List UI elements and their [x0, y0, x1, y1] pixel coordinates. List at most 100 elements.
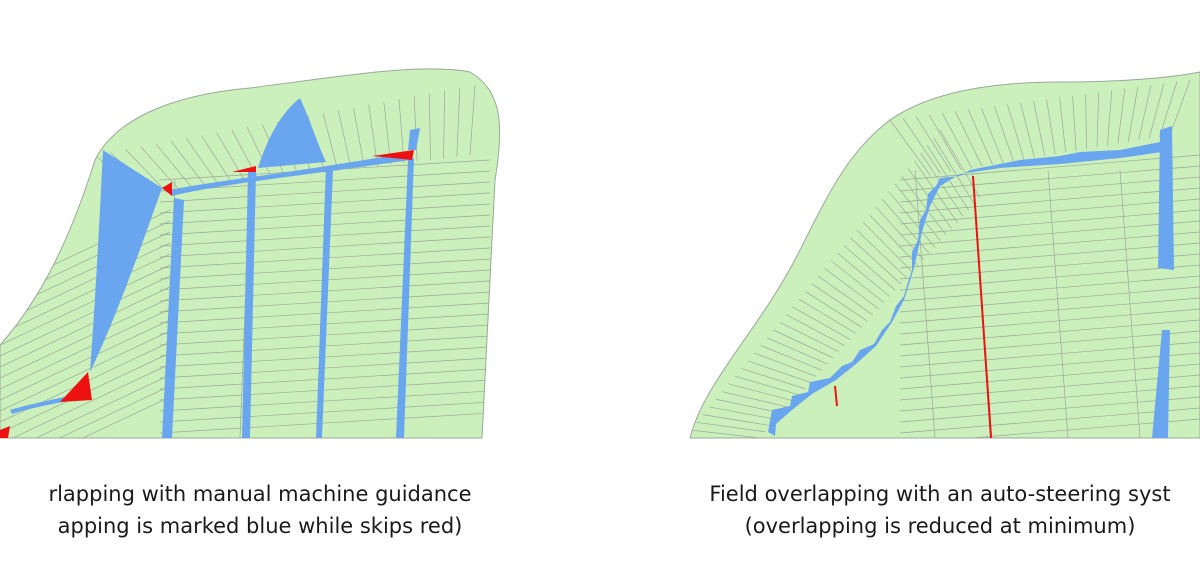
pass-line [902, 118, 941, 174]
pass-line [899, 352, 1200, 379]
pass-line [899, 407, 1200, 434]
pass-line [899, 374, 1200, 401]
pass-line [0, 286, 171, 368]
pass-line [1119, 169, 1141, 438]
pass-line [159, 181, 491, 203]
left-caption: rlapping with manual machine guidance ap… [0, 478, 660, 542]
pass-line [322, 112, 339, 172]
pass-line [899, 165, 1200, 192]
pass-line [741, 368, 806, 390]
pass-line [882, 199, 930, 254]
overlap-area-edge [170, 152, 410, 196]
pass-line [856, 229, 907, 279]
pass-line [443, 90, 445, 159]
pass-line [899, 385, 1200, 412]
pass-line [1047, 169, 1069, 438]
right-caption-line-1: Field overlapping with an auto-steering … [709, 482, 1171, 506]
overlap-area-peak [258, 98, 326, 168]
left-caption-line-1: rlapping with manual machine guidance [48, 482, 472, 506]
pass-line [734, 375, 800, 396]
pass-line [901, 175, 947, 236]
pass-line [850, 237, 902, 285]
pass-line [170, 140, 207, 188]
pass-line [773, 329, 834, 359]
pass-line [155, 143, 194, 189]
pass-line [899, 363, 1200, 390]
pass-line [967, 109, 993, 165]
pass-line [159, 390, 491, 412]
skip-line [972, 176, 992, 438]
pass-line [899, 308, 1200, 335]
pass-line [1107, 90, 1113, 146]
skip-line [834, 386, 838, 406]
skip-area [232, 166, 256, 172]
pass-line [1117, 88, 1126, 144]
pass-line [0, 363, 171, 439]
pass-line [1138, 85, 1152, 141]
pass-line [140, 146, 180, 191]
pass-line [899, 198, 1200, 225]
pass-line [1148, 83, 1165, 139]
left-field-map [0, 68, 501, 439]
pass-line [0, 330, 171, 412]
pass-line [928, 114, 962, 170]
pass-line [888, 191, 936, 248]
pass-line [747, 360, 811, 383]
pass-line [899, 154, 1200, 181]
pass-line [1020, 102, 1035, 158]
pass-line [862, 222, 913, 273]
pass-line [760, 345, 823, 371]
overlap-area-strip [316, 166, 333, 438]
pass-line [0, 297, 171, 379]
pass-line [413, 96, 418, 162]
pass-line [766, 337, 828, 365]
pass-line [818, 275, 874, 316]
pass-line [830, 260, 885, 303]
pass-line [159, 379, 491, 401]
pass-line [0, 319, 171, 401]
pass-line [899, 341, 1200, 368]
pass-line [0, 264, 171, 346]
pass-line [899, 242, 1200, 269]
pass-line [469, 84, 476, 156]
pass-line [785, 314, 845, 347]
pass-line [1072, 95, 1077, 151]
skip-area [0, 426, 10, 438]
overlap-area-strip [242, 172, 256, 438]
pass-line [159, 368, 491, 390]
pass-line [1159, 81, 1178, 137]
overlap-area-wedge [90, 150, 162, 372]
pass-line [899, 330, 1200, 357]
pass-line [337, 110, 352, 170]
left-overlap-areas [10, 98, 420, 438]
pass-line [889, 119, 931, 176]
pass-line [954, 111, 983, 167]
pass-line [429, 93, 431, 160]
pass-line [980, 107, 1004, 163]
pass-line [899, 176, 1200, 203]
pass-line [0, 396, 171, 439]
overlap-area-corner [408, 128, 420, 150]
overlap-area-strip [162, 198, 184, 438]
pass-line [159, 401, 491, 423]
skip-area [60, 372, 92, 402]
pass-line [933, 137, 975, 205]
pass-line [899, 231, 1200, 258]
left-skip-areas [0, 150, 414, 438]
right-caption: Field overlapping with an auto-steering … [520, 478, 1200, 542]
pass-line [1096, 92, 1100, 148]
overlap-area-spike [1152, 330, 1170, 438]
pass-line [216, 132, 246, 183]
pass-line [0, 253, 171, 335]
pass-line [899, 209, 1200, 236]
pass-line [1127, 86, 1139, 143]
pass-line [779, 321, 840, 353]
pass-line [837, 252, 890, 297]
pass-line [0, 275, 171, 357]
pass-line [811, 283, 868, 322]
pass-line [1169, 79, 1191, 136]
pass-line [899, 396, 1200, 423]
right-field-area [689, 71, 1200, 439]
left-caption-line-2: apping is marked blue while skips red) [57, 514, 463, 538]
